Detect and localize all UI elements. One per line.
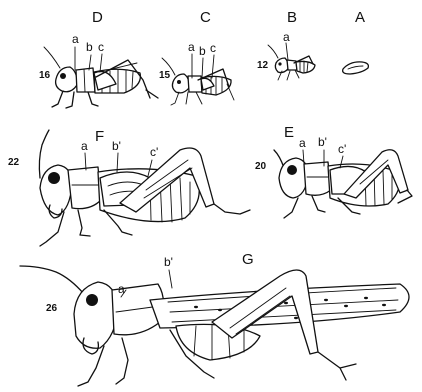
- stage-label-b: B: [287, 10, 297, 25]
- part-label-g-a: a: [118, 283, 125, 295]
- stage-label-f: F: [95, 129, 104, 144]
- nymph-b-drawing: [268, 45, 315, 80]
- stage-number-g: 26: [46, 304, 57, 314]
- part-label-f-a: a: [81, 140, 88, 152]
- part-label-c-a: a: [188, 41, 195, 53]
- part-label-c-c: c: [210, 42, 216, 54]
- part-label-c-b: b: [199, 45, 206, 57]
- part-label-d-b: b: [86, 41, 93, 53]
- stage-number-f: 22: [8, 158, 19, 168]
- stage-label-a: A: [355, 10, 365, 25]
- adult-g-drawing: [20, 266, 409, 386]
- stage-number-e: 20: [255, 162, 266, 172]
- part-label-g-b: b': [164, 256, 173, 268]
- part-label-e-a: a: [299, 137, 306, 149]
- part-label-d-c: c: [98, 41, 104, 53]
- stage-label-c: C: [200, 10, 211, 25]
- part-label-b-a: a: [283, 31, 290, 43]
- stage-label-g: G: [242, 252, 254, 267]
- part-label-f-b: b': [112, 140, 121, 152]
- stage-number-c: 15: [159, 71, 170, 81]
- stage-number-d: 16: [39, 71, 50, 81]
- stage-label-e: E: [284, 125, 294, 140]
- part-label-e-b: b': [318, 136, 327, 148]
- part-label-f-c: c': [150, 146, 158, 158]
- part-label-d-a: a: [72, 33, 79, 45]
- egg-drawing: [343, 62, 369, 74]
- nymph-c-drawing: [162, 58, 234, 105]
- nymph-d-drawing: [44, 47, 158, 108]
- nymph-f-drawing: [39, 130, 250, 246]
- nymph-e-drawing: [274, 150, 412, 218]
- stage-number-b: 12: [257, 61, 268, 71]
- part-label-e-c: c': [338, 143, 346, 155]
- stage-label-d: D: [92, 10, 103, 25]
